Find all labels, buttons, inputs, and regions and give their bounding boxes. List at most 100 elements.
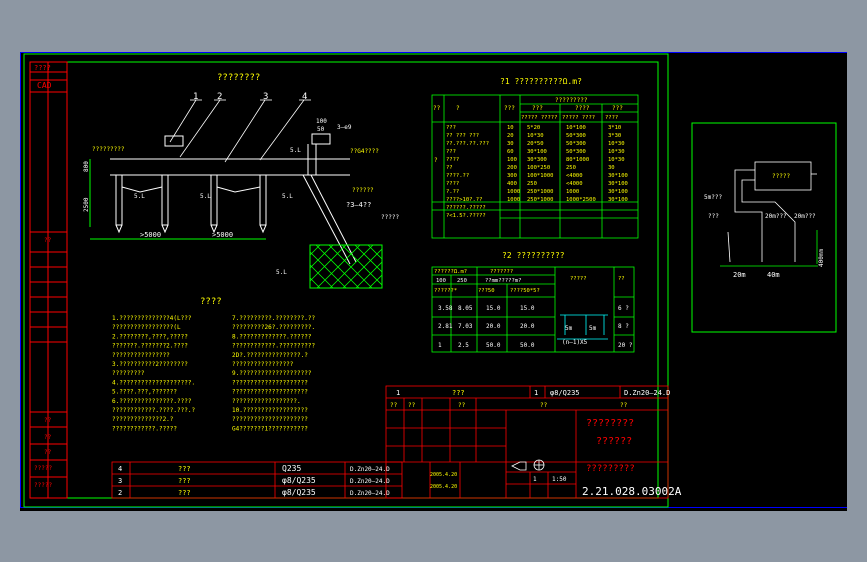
detail-dim-20: 20m [733,271,746,279]
note-left-line: 3.??????????2???????? [112,361,188,368]
note-left-line: ????????? [112,370,145,377]
tb-date-2: 2005.4.20 [430,484,457,490]
table1-cell: 30*100 [608,189,628,195]
bom-spec: φ8/Q235 [282,476,316,485]
table1-grid [431,94,639,239]
detail-label-2: ??? [708,213,719,220]
t1-sub-1: ???? [575,105,590,112]
table1-cell: 250 [527,181,537,187]
table2-cell: 15.0 [486,305,501,312]
bom-std: D.Zn20–24.D [350,466,390,473]
dim-3e9: 3–e9 [337,124,352,131]
detail-frame [691,122,837,333]
label-5l-5: 5.L [276,269,287,276]
table1-cell: 300 [507,173,517,179]
table1-cell: ??.???.??.??? [446,141,489,147]
table1-cell: ???? [446,181,459,187]
strip-label-1: ?? [44,237,52,244]
note-a: ?????? [352,187,374,194]
t1-sub-2: ??? [612,105,623,112]
table1-cell: 80*1000 [566,157,589,163]
table1-cell: ??????.????? [446,205,486,211]
span-2: >5000 [212,231,233,239]
tb-head-3: ?? [540,402,548,409]
table2-cell: 20 ? [618,342,633,349]
label-5l-2: 5.L [200,193,211,200]
table1-cell: ?.?? [446,189,459,195]
height-800: 800 [83,161,90,172]
ground-label: ????????? [92,146,125,153]
table1-cell: 10*30 [608,157,625,163]
note-right-line: ????????????????????? [232,389,308,396]
t2-sub2-0: ??????* [434,288,457,294]
table1-title: ?1 ??????????Ω.m? [500,77,582,86]
table1-cell: 5*20 [527,125,540,131]
table2-cell: 7.03 [458,323,473,330]
bom-std: D.Zn20–24.D [350,490,390,497]
table2-cell: 3.58 [438,305,453,312]
strip-label-6: ????? [34,482,52,489]
table2-cell: 50.0 [520,342,535,349]
table1-cell: 1000 [507,189,520,195]
table1-cell: 30 [608,165,615,171]
table1-cell: ?<1.5?.????? [446,213,486,219]
bom-name: ??? [178,477,191,485]
t1-sub-0: ??? [532,105,543,112]
note-right-line: ?????????26?.?????????. [232,324,315,331]
detail-left-label: 5m??? [704,194,722,201]
table1-cell: ????>10?.?? [446,197,482,203]
note-right-line: 7.?????????.????????.?? [232,315,315,322]
table1-cell: ???? [446,157,459,163]
bom-std: D.Zn20–24.D [350,478,390,485]
table1-cell: 1000 [566,189,579,195]
note-right-line: 10.?????????????????? [232,407,308,414]
t2-head-3: ?? [618,276,625,282]
table1-cell: 30 [507,141,514,147]
t2-sub2-1: ???50 [478,288,495,294]
main-title: ???????? [217,73,260,83]
table1-cell: 100 [507,157,517,163]
t1-head-2: ??? [504,105,515,112]
table1-cell: 10*30 [608,149,625,155]
bom-name: ??? [178,465,191,473]
note-left-line: 2.????????,????,????? [112,333,188,340]
table1-cell: 60 [507,149,514,155]
table1-cell: 3*10 [608,125,621,131]
table1-cell: ??? [446,125,456,131]
table1-cell: 10*100 [566,125,586,131]
note-right-line: 8.?????????????.?????? [232,333,312,340]
strip-label-2: ?? [44,417,52,424]
tb-head-1: ?? [408,402,416,409]
tb-date-1: 2005.4.20 [430,472,457,478]
note-left-line: 5.????.???,??????? [112,389,177,396]
tb-sheet: 1 [533,476,537,483]
note-c: ????? [381,214,399,221]
t2-head-1: ??????? [490,269,513,275]
label-5l-3: 5.L [282,193,293,200]
table1-cell: 10 [507,125,514,131]
tb-project: ????????? [586,464,635,474]
tb-scale: 1:50 [552,476,567,483]
t2-diag-1: 5m [589,325,597,332]
note-b: ?3–4?? [346,201,371,209]
notes-right: 7.?????????.????????.?? ?????????26?.???… [232,315,315,432]
span-1: >5000 [140,231,161,239]
table1-cell: ?? [446,165,453,171]
note-right-line: G4???????1??????????? [232,425,308,432]
t2-sub-2: ??mm?????m? [485,278,521,284]
table1-cell: ?? ??? ??? [446,133,479,139]
table1-cell: 100*1000 [527,173,554,179]
note-right-line: ????????????.?????????? [232,343,315,350]
note-right-line: ????????????????????? [232,416,308,423]
table1-cell: 400 [507,181,517,187]
tb-title1: ???????? [586,418,634,429]
tb-row1-no: 1 [396,389,400,397]
drawing-frame [23,53,669,508]
table1-cell: 250*1000 [527,189,554,195]
table1-cell: 200 [507,165,517,171]
strip-label-4: ?? [44,449,52,456]
table2-cell: 50.0 [486,342,501,349]
table1-cell: 30*300 [527,157,547,163]
